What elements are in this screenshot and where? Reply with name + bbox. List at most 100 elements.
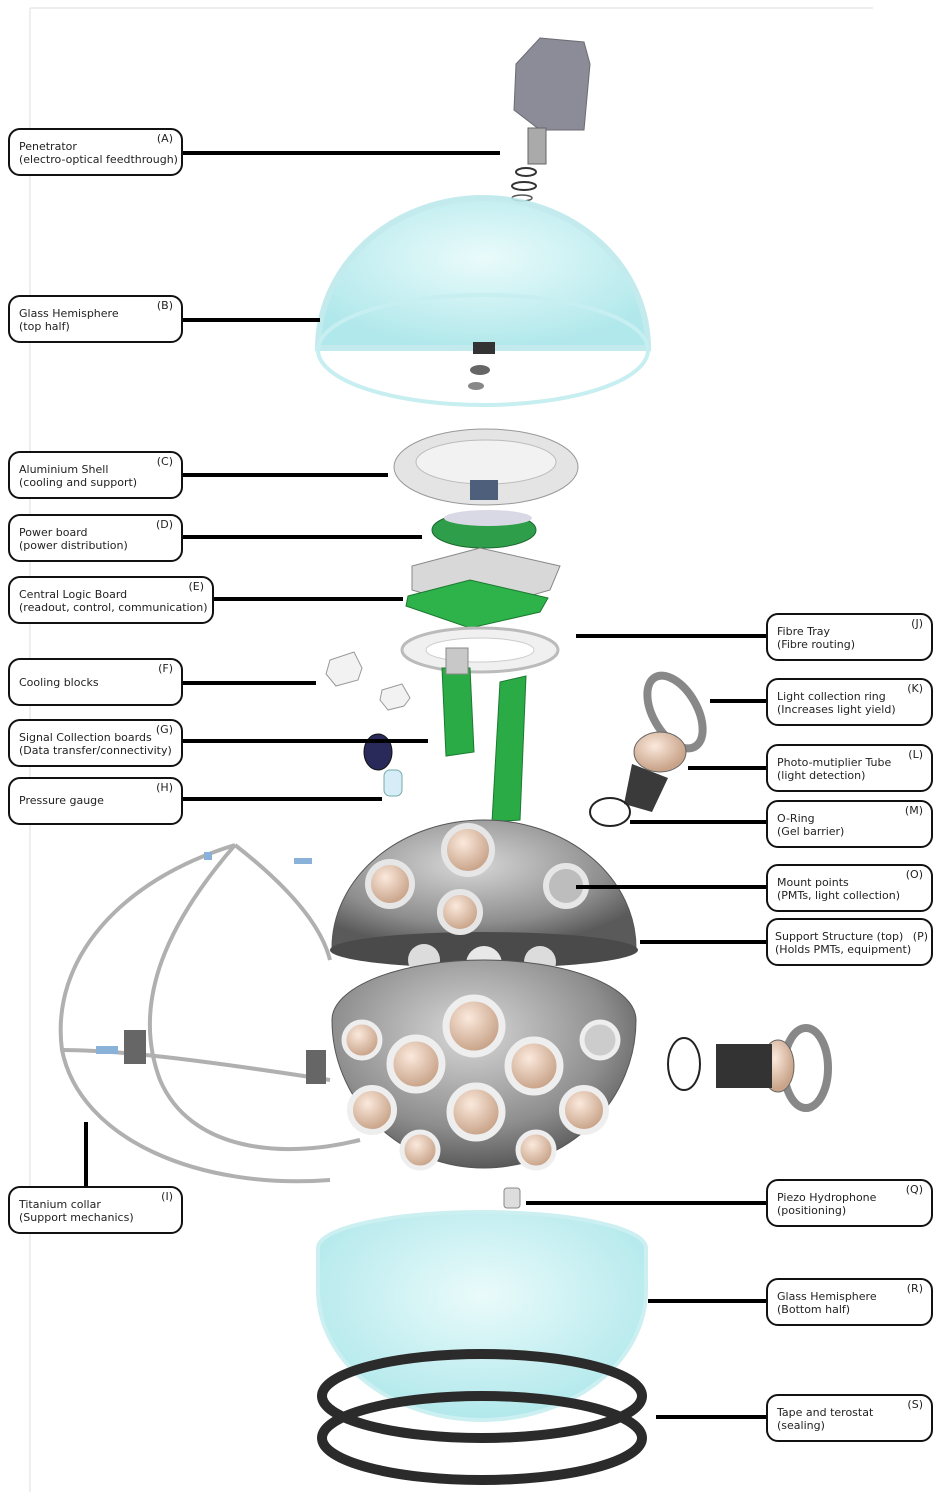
pmt-assembly-lower-part <box>667 1024 832 1112</box>
pmt-assembly-part <box>589 671 707 827</box>
leader-line-p <box>640 940 768 944</box>
label-subtitle: (cooling and support) <box>19 476 138 489</box>
leader-line-j <box>576 634 768 638</box>
label-letter: (P) <box>912 930 928 943</box>
label-letter: (F) <box>158 662 173 675</box>
penetrator-part <box>511 37 591 202</box>
label-letter: (B) <box>156 299 173 312</box>
label-title: Cooling blocks <box>19 676 99 689</box>
leader-line-g <box>182 739 428 743</box>
label-letter: (Q) <box>905 1183 923 1196</box>
label-title: Titanium collar <box>19 1198 101 1211</box>
label-power-board: Power board (power distribution) (D) <box>8 514 183 562</box>
label-subtitle: (positioning) <box>777 1204 847 1217</box>
label-title: Piezo Hydrophone <box>777 1191 877 1204</box>
label-title: Power board <box>19 526 88 539</box>
label-fibre-tray: Fibre Tray (Fibre routing) (J) <box>766 613 933 661</box>
label-letter: (D) <box>155 518 173 531</box>
label-titanium-collar: Titanium collar (Support mechanics) (I) <box>8 1186 183 1234</box>
label-letter: (S) <box>907 1398 923 1411</box>
label-title: Tape and terostat <box>777 1406 874 1419</box>
collar-fasteners-part <box>96 852 326 1084</box>
leader-line-q <box>526 1201 768 1205</box>
label-signal-collection-boards: Signal Collection boards (Data transfer/… <box>8 719 183 767</box>
support-structure-bottom-part <box>331 959 637 1171</box>
label-title: Glass Hemisphere <box>19 307 119 320</box>
central-logic-board-part <box>405 547 561 629</box>
label-letter: (E) <box>188 580 204 593</box>
label-letter: (O) <box>905 868 923 881</box>
label-subtitle: (light detection) <box>777 769 866 782</box>
label-title: Support Structure (top) <box>775 930 904 943</box>
leader-line-m <box>630 820 768 824</box>
label-glass-hemisphere-top: Glass Hemisphere (top half) (B) <box>8 295 183 343</box>
cooling-blocks-part <box>325 651 411 711</box>
titanium-collar-part <box>58 843 361 1184</box>
label-letter: (C) <box>156 455 173 468</box>
leader-line-a <box>182 151 500 155</box>
label-subtitle: (Fibre routing) <box>777 638 855 651</box>
label-title: Mount points <box>777 876 849 889</box>
piezo-hydrophone-part <box>503 1187 521 1209</box>
label-pressure-gauge: Pressure gauge (H) <box>8 777 183 825</box>
power-board-part <box>431 510 537 549</box>
label-title: Penetrator <box>19 140 77 153</box>
label-tape-terostat: Tape and terostat (sealing) (S) <box>766 1394 933 1442</box>
label-title: Signal Collection boards <box>19 731 152 744</box>
leader-line-l <box>688 766 768 770</box>
label-subtitle: (PMTs, light collection) <box>777 889 900 902</box>
leader-line-i <box>84 1122 88 1186</box>
label-letter: (G) <box>155 723 173 736</box>
label-penetrator: Penetrator (electro-optical feedthrough)… <box>8 128 183 176</box>
label-letter: (L) <box>908 748 923 761</box>
leader-line-d <box>182 535 422 539</box>
glass-hemisphere-top-part <box>314 195 652 407</box>
label-subtitle: (power distribution) <box>19 539 128 552</box>
label-title: Glass Hemisphere <box>777 1290 877 1303</box>
label-photo-multiplier-tube: Photo-mutiplier Tube (light detection) (… <box>766 744 933 792</box>
label-aluminium-shell: Aluminium Shell (cooling and support) (C… <box>8 451 183 499</box>
label-subtitle: (Holds PMTs, equipment) <box>775 943 912 956</box>
label-subtitle: (readout, control, communication) <box>19 601 208 614</box>
leader-line-h <box>182 797 382 801</box>
label-subtitle: (Gel barrier) <box>777 825 845 838</box>
label-title: Aluminium Shell <box>19 463 109 476</box>
label-title: Light collection ring <box>777 690 886 703</box>
label-title: O-Ring <box>777 812 815 825</box>
signal-collection-boards-part <box>441 647 527 823</box>
leader-line-k <box>710 699 768 703</box>
leader-line-c <box>182 473 388 477</box>
label-subtitle: (Increases light yield) <box>777 703 896 716</box>
aluminium-shell-part <box>393 428 579 506</box>
tape-terostat-part <box>317 1349 647 1485</box>
label-o-ring: O-Ring (Gel barrier) (M) <box>766 800 933 848</box>
label-title: Central Logic Board <box>19 588 128 601</box>
label-letter: (A) <box>156 132 173 145</box>
support-structure-sphere-part <box>330 819 638 982</box>
label-title: Pressure gauge <box>19 794 104 807</box>
label-letter: (I) <box>161 1190 173 1203</box>
fibre-tray-part <box>400 626 560 674</box>
label-cooling-blocks: Cooling blocks (F) <box>8 658 183 706</box>
label-letter: (K) <box>907 682 923 695</box>
label-letter: (H) <box>156 781 173 794</box>
label-subtitle: (sealing) <box>777 1419 825 1432</box>
leader-line-s <box>656 1415 768 1419</box>
label-central-logic-board: Central Logic Board (readout, control, c… <box>8 576 214 624</box>
label-mount-points: Mount points (PMTs, light collection) (O… <box>766 864 933 912</box>
leader-line-o <box>576 885 768 889</box>
glass-hemisphere-bottom-part <box>316 1210 648 1422</box>
label-piezo-hydrophone: Piezo Hydrophone (positioning) (Q) <box>766 1179 933 1227</box>
leader-line-e <box>213 597 403 601</box>
label-light-collection-ring: Light collection ring (Increases light y… <box>766 678 933 726</box>
label-subtitle: (Data transfer/connectivity) <box>19 744 172 757</box>
leader-line-r <box>648 1299 768 1303</box>
label-glass-hemisphere-bottom: Glass Hemisphere (Bottom half) (R) <box>766 1278 933 1326</box>
pressure-gauge-part <box>363 733 403 797</box>
label-letter: (J) <box>911 617 923 630</box>
label-letter: (M) <box>904 804 923 817</box>
label-subtitle: (Support mechanics) <box>19 1211 134 1224</box>
label-title: Fibre Tray <box>777 625 830 638</box>
